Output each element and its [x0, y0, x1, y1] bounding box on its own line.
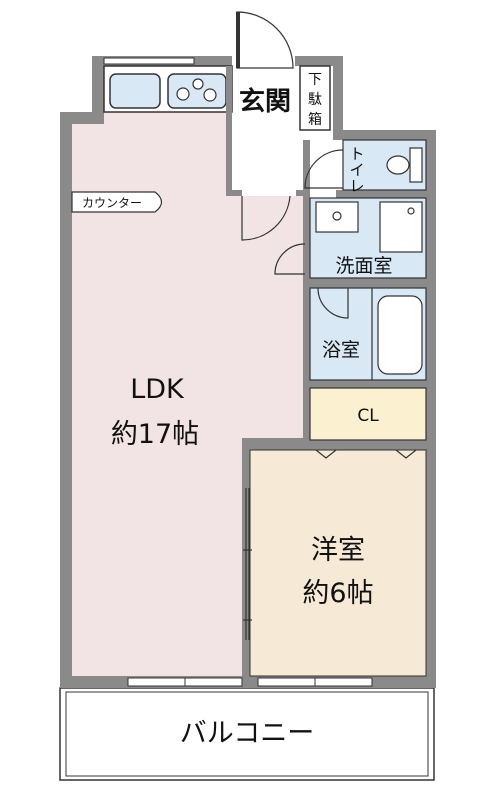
balcony-label: バルコニー: [180, 718, 314, 749]
western-name-label: 洋室: [311, 535, 365, 566]
toilet-bowl: [386, 155, 410, 175]
toilet-door-arc: [304, 149, 344, 189]
entrance-door-arc: [236, 11, 294, 69]
balcony-area: [59, 687, 435, 781]
toilet-label-1: ト: [349, 145, 364, 163]
washbasin: [315, 201, 359, 233]
western-room-floor: [249, 449, 427, 677]
sliding-door-ldk-western: [243, 488, 252, 640]
toilet-label-2: イ: [349, 161, 364, 179]
stove-burners: [176, 78, 217, 102]
washbasin-drain: [332, 211, 342, 221]
sink: [109, 73, 161, 109]
ldk-size-label: 約17帖: [111, 419, 199, 450]
ldk-door-arc: [241, 195, 291, 241]
closet-doors: [315, 449, 417, 459]
entrance-label: 玄関: [239, 86, 291, 117]
shoe-box-label-2: 駄: [308, 92, 322, 108]
balcony-windows: [127, 677, 373, 687]
shoe-box-label-3: 箱: [308, 112, 322, 128]
bath-door-arc: [317, 287, 349, 319]
washing-machine-drain: [407, 207, 415, 215]
closet-room: [309, 387, 427, 441]
entrance-door: [236, 12, 240, 68]
toilet-tank: [409, 147, 423, 183]
kitchen-window: [103, 57, 195, 65]
shoe-box: [299, 65, 331, 131]
washing-machine-pan: [379, 201, 423, 253]
toilet-label-3: レ: [349, 177, 364, 195]
western-size-label: 約6帖: [302, 578, 373, 609]
bath-label: 浴室: [322, 339, 360, 361]
washroom-door-arc: [274, 243, 306, 275]
counter-label: カウンター: [82, 196, 142, 210]
counter-tag: [71, 191, 163, 213]
balcony-rail: [65, 691, 429, 777]
bathtub: [377, 295, 423, 375]
shoe-box-label-1: 下: [308, 72, 322, 88]
closet-label: CL: [357, 406, 379, 426]
ldk-name-label: LDK: [130, 374, 185, 405]
washroom-label: 洗面室: [335, 255, 392, 277]
